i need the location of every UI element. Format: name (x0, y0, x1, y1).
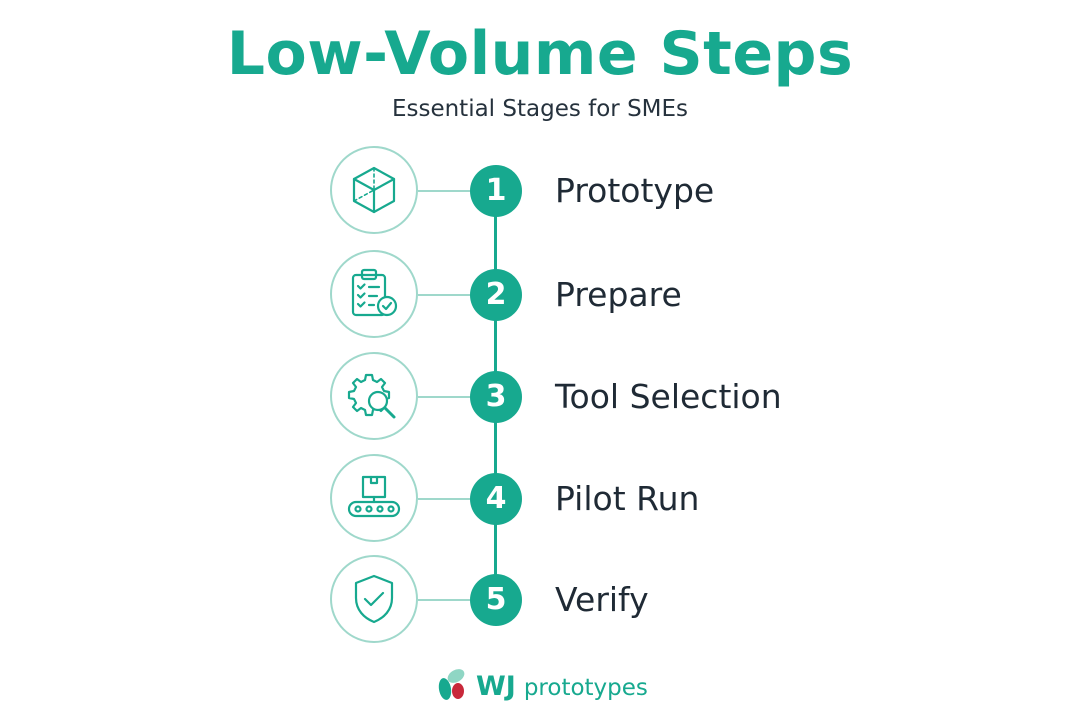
step-1-number: 1 (470, 165, 522, 217)
step-2: 2 Prepare (0, 250, 1080, 342)
step-1-connector (418, 190, 470, 192)
step-4-icon-ring (330, 454, 418, 542)
gear-magnifier-icon (347, 373, 396, 419)
logo-wordmark: WJ prototypes (476, 670, 648, 707)
step-3-label: Tool Selection (555, 377, 782, 416)
step-3-number: 3 (470, 371, 522, 423)
logo-brand: WJ (476, 671, 516, 702)
step-4-label: Pilot Run (555, 479, 700, 518)
step-2-icon-ring (330, 250, 418, 338)
step-1-label: Prototype (555, 171, 715, 210)
step-1-icon-ring (330, 146, 418, 234)
step-2-number: 2 (470, 269, 522, 321)
step-1: 1 Prototype (0, 146, 1080, 238)
shield-check-icon (354, 574, 394, 624)
clipboard-checklist-icon (351, 268, 398, 317)
step-2-connector (418, 294, 470, 296)
step-3-connector (418, 396, 470, 398)
step-3: 3 Tool Selection (0, 352, 1080, 444)
logo-suffix: prototypes (523, 675, 648, 701)
step-3-icon-ring (330, 352, 418, 440)
leaf-logo-icon (438, 669, 465, 700)
cube-icon (352, 166, 396, 214)
step-5-label: Verify (555, 580, 649, 619)
step-4-connector (418, 498, 470, 500)
step-5-connector (418, 599, 470, 601)
step-5-number: 5 (470, 574, 522, 626)
step-4: 4 Pilot Run (0, 454, 1080, 546)
step-5-icon-ring (330, 555, 418, 643)
footer-logo: WJ prototypes (0, 664, 1080, 710)
page-subtitle: Essential Stages for SMEs (391, 96, 689, 122)
step-4-number: 4 (470, 473, 522, 525)
conveyor-box-icon (347, 475, 401, 518)
step-2-label: Prepare (555, 275, 682, 314)
page-title: Low-Volume Steps (226, 19, 854, 89)
step-5: 5 Verify (0, 555, 1080, 647)
